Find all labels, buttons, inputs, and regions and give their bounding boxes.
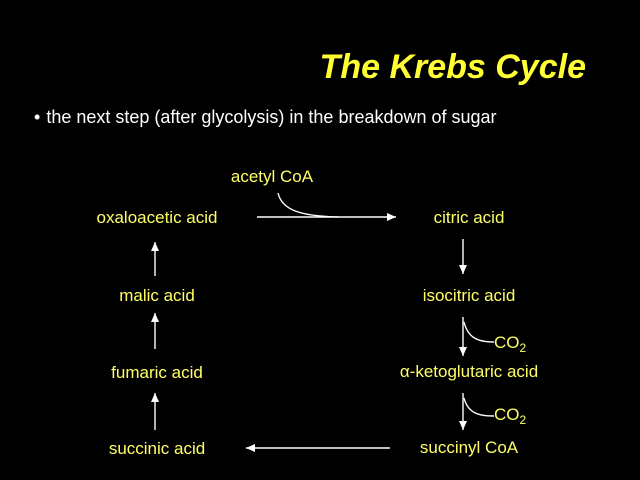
co2-release-curve-1 [463, 321, 495, 343]
bullet-point: •the next step (after glycolysis) in the… [34, 107, 497, 128]
succinic-acid-label: succinic acid [108, 439, 206, 458]
co2-byproduct-1: CO2 [494, 333, 526, 355]
co2-byproduct-2: CO2 [494, 405, 526, 427]
malic-acid-label: malic acid [119, 286, 195, 305]
acetyl-coa-label: acetyl CoA [230, 167, 314, 186]
alpha-ketoglutaric-acid-label: α-ketoglutaric acid [399, 362, 539, 381]
co2-1-base: CO [494, 333, 520, 352]
co2-2-subscript: 2 [519, 413, 527, 427]
slide-title: The Krebs Cycle [319, 48, 586, 86]
acetyl-coa-merge-curve [277, 192, 339, 218]
citric-acid-label: citric acid [433, 208, 505, 227]
co2-release-curve-2 [463, 397, 495, 417]
bullet-marker: • [34, 107, 41, 127]
bullet-text: the next step (after glycolysis) in the … [46, 107, 497, 127]
succinyl-coa-label: succinyl CoA [419, 438, 519, 457]
co2-1-subscript: 2 [519, 341, 527, 355]
oxaloacetic-acid-label: oxaloacetic acid [96, 208, 218, 227]
fumaric-acid-label: fumaric acid [111, 363, 203, 382]
co2-2-base: CO [494, 405, 520, 424]
isocitric-acid-label: isocitric acid [422, 286, 516, 305]
